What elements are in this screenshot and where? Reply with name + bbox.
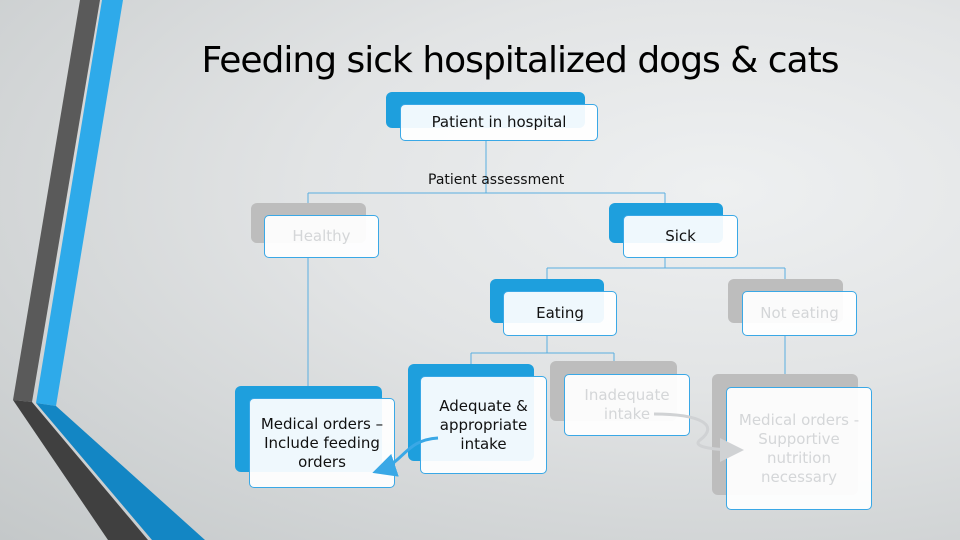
arrow-adequate-to-orders	[372, 436, 439, 477]
arrow-inadequate-to-supportive	[653, 412, 744, 462]
node-patient-in-hospital: Patient in hospital	[400, 104, 598, 141]
connectors	[307, 140, 786, 398]
node-adequate-intake: Adequate & appropriate intake	[420, 376, 547, 474]
node-inadequate-intake: Inadequate intake	[564, 374, 690, 436]
node-medical-orders-supportive: Medical orders - Supportive nutrition ne…	[726, 387, 872, 510]
node-medical-orders-feeding: Medical orders – Include feeding orders	[249, 398, 395, 488]
node-not-eating: Not eating	[742, 291, 857, 336]
node-healthy: Healthy	[264, 215, 379, 258]
node-sick: Sick	[623, 215, 738, 258]
node-eating: Eating	[503, 291, 617, 336]
edge-label-patient-assessment: Patient assessment	[428, 172, 565, 188]
slide-title: Feeding sick hospitalized dogs & cats	[201, 40, 840, 81]
